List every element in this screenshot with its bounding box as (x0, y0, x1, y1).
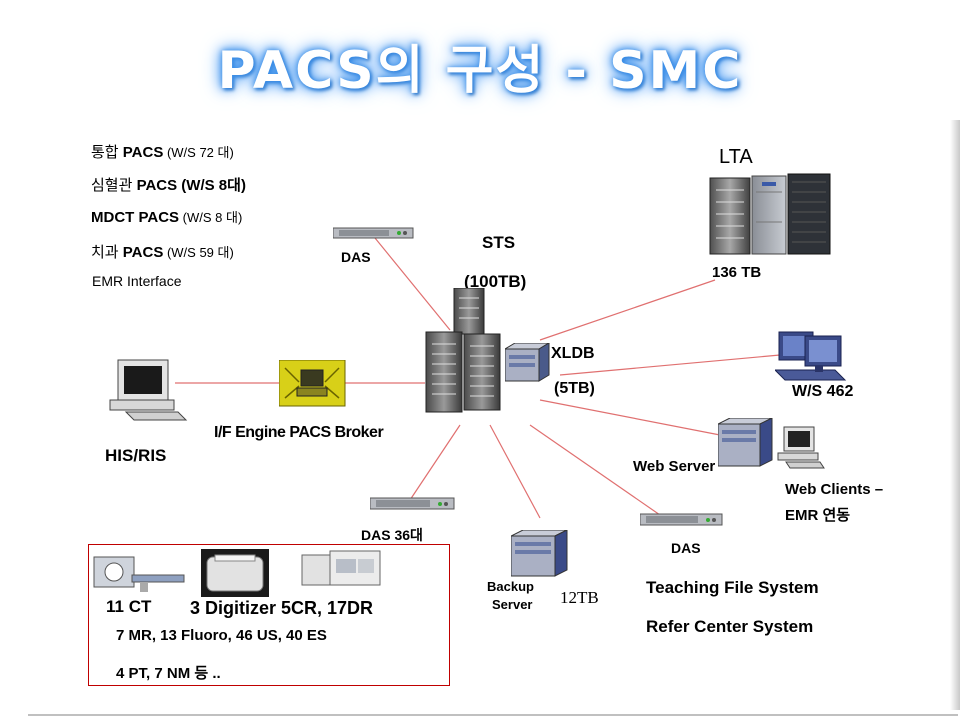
modality-pt-nm: 4 PT, 7 NM 등 .. (116, 665, 221, 682)
web-clients-emr-label: EMR 연동 (785, 507, 851, 524)
modality-ct: 11 CT (106, 597, 152, 616)
das-36-label: DAS 36대 (361, 527, 423, 543)
xldb-capacity: (5TB) (554, 380, 595, 397)
web-clients-label: Web Clients – (785, 481, 884, 498)
web-client-workstation-icon (777, 426, 825, 469)
web-server-label: Web Server (633, 458, 716, 475)
ct-scanner-icon (93, 556, 185, 592)
ws-label: W/S 462 (792, 383, 854, 400)
if-engine-icon (279, 360, 346, 407)
sts-capacity: (100TB) (464, 272, 527, 291)
if-engine-label: I/F Engine PACS Broker (214, 424, 384, 441)
das-top-icon (333, 227, 414, 239)
lta-storage-cabinet-icon (709, 173, 831, 255)
backup-server-label: Server (492, 597, 533, 612)
das-36-icon (370, 497, 455, 510)
connector-das36 (409, 424, 461, 501)
xldb-server-icon (505, 343, 550, 382)
das-bottom-label: DAS (671, 540, 701, 556)
connector-das-bottom (529, 424, 661, 516)
summary-item-4: 치과 PACS (W/S 59 대) (91, 244, 234, 261)
page-title: PACS의 구성 - SMC (217, 41, 743, 101)
connector-das-top (374, 237, 451, 331)
connector-backup (489, 424, 541, 519)
backup-label: Backup (487, 579, 534, 594)
workstation-cluster-icon (775, 331, 847, 381)
modality-mr-fluoro-us-es: 7 MR, 13 Fluoro, 46 US, 40 ES (116, 627, 327, 644)
digitizer-icon (201, 549, 269, 597)
connector-xldb-ws (559, 354, 781, 376)
backup-server-icon (511, 530, 568, 577)
das-top-label: DAS (341, 249, 371, 265)
refer-center-system-label: Refer Center System (646, 617, 814, 636)
slide-bottom-line (28, 714, 958, 716)
summary-item-3: MDCT PACS (W/S 8 대) (91, 209, 243, 226)
teaching-file-system-label: Teaching File System (646, 578, 819, 597)
connector-lta (539, 279, 716, 341)
backup-capacity: 12TB (560, 588, 599, 607)
xldb-label: XLDB (551, 345, 595, 362)
emr-interface-label: EMR Interface (92, 273, 182, 289)
his-ris-label: HIS/RIS (105, 446, 167, 465)
summary-item-1: 통합 PACS (W/S 72 대) (91, 144, 234, 161)
web-server-icon (718, 418, 773, 467)
his-ris-workstation-icon (109, 359, 188, 421)
modality-digitizer-cr-dr: 3 Digitizer 5CR, 17DR (190, 598, 374, 618)
das-bottom-icon (640, 513, 723, 526)
modalities-box (88, 544, 450, 686)
summary-item-2: 심혈관 PACS (W/S 8대) (91, 177, 246, 194)
lta-label: LTA (719, 146, 753, 168)
slide-edge (950, 120, 960, 710)
lta-capacity: 136 TB (712, 264, 762, 281)
dr-system-icon (301, 550, 381, 586)
sts-server-cluster-icon (425, 288, 501, 413)
sts-label: STS (482, 233, 516, 252)
connector-web-server (539, 399, 721, 436)
